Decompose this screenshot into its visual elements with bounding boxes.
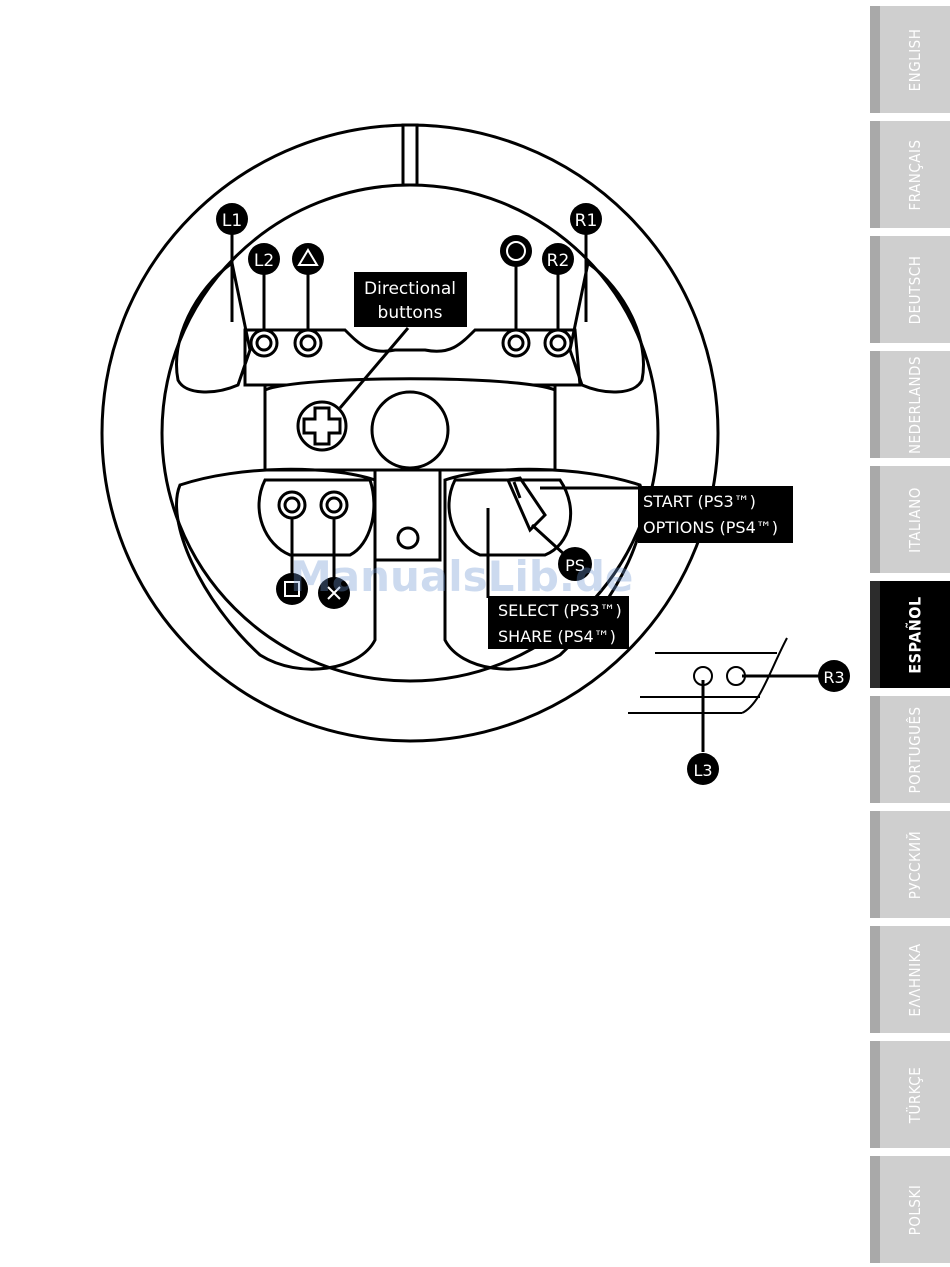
language-tab-label: PORTUGUÊS	[906, 706, 924, 793]
language-tab[interactable]: ITALIANO	[870, 466, 950, 573]
badge-l1-text: L1	[222, 211, 242, 231]
badge-l3-text: L3	[693, 761, 712, 780]
badge-l1: L1	[216, 203, 248, 235]
badge-r1-text: R1	[575, 211, 598, 231]
lower-buttons	[279, 478, 545, 530]
language-tab-label: ESPAÑOL	[906, 596, 925, 673]
language-tab[interactable]: РУССКИЙ	[870, 811, 950, 918]
language-tab[interactable]: TÜRKÇE	[870, 1041, 950, 1148]
badge-r2: R2	[542, 243, 574, 275]
steering-wheel-diagram: L1 R1 L2 R2 PS R3 L3 Direct	[0, 0, 860, 800]
language-tab[interactable]: NEDERLANDS	[870, 351, 950, 458]
ps-button	[508, 478, 545, 530]
language-tab[interactable]: ENGLISH	[870, 6, 950, 113]
circle-button	[503, 330, 529, 356]
language-tab-label: РУССКИЙ	[906, 830, 924, 898]
badge-r3-text: R3	[823, 668, 844, 687]
language-tabs: ENGLISH FRANÇAIS DEUTSCH NEDERLANDS ITALIANO…	[858, 0, 950, 1267]
language-tab[interactable]: FRANÇAIS	[870, 121, 950, 228]
upper-buttons	[251, 330, 571, 356]
language-tab[interactable]: DEUTSCH	[870, 236, 950, 343]
language-tab-label: ΕΛΛΗΝΙΚΑ	[906, 943, 924, 1016]
callout-directional: Directional buttons	[354, 272, 467, 327]
select-line1: SELECT (PS3™)	[498, 601, 622, 620]
language-tab[interactable]: PORTUGUÊS	[870, 696, 950, 803]
r2-button	[545, 330, 571, 356]
l2-button	[251, 330, 277, 356]
language-tab-label: TÜRKÇE	[906, 1066, 924, 1122]
language-tab[interactable]: ESPAÑOL	[870, 581, 950, 688]
callout-select-share: SELECT (PS3™) SHARE (PS4™)	[488, 596, 629, 649]
language-tab[interactable]: POLSKI	[870, 1156, 950, 1263]
badge-circle	[500, 235, 532, 267]
language-tab-label: ENGLISH	[906, 28, 924, 91]
language-tab-label: FRANÇAIS	[906, 139, 924, 210]
start-line2: OPTIONS (PS4™)	[643, 518, 778, 537]
language-tab[interactable]: ΕΛΛΗΝΙΚΑ	[870, 926, 950, 1033]
square-button	[279, 492, 305, 518]
badge-l3: L3	[687, 753, 719, 785]
badge-triangle	[292, 243, 324, 275]
badge-r1: R1	[570, 203, 602, 235]
badge-r3: R3	[818, 660, 850, 692]
language-tab-label: POLSKI	[906, 1184, 924, 1235]
select-line2: SHARE (PS4™)	[498, 627, 616, 646]
badge-l2-text: L2	[254, 251, 274, 271]
cross-button	[321, 492, 347, 518]
language-tab-label: ITALIANO	[906, 487, 924, 553]
badge-r2-text: R2	[547, 251, 570, 271]
start-line1: START (PS3™)	[643, 492, 756, 511]
watermark: ManualsLib.de	[290, 552, 633, 601]
language-tab-label: DEUTSCH	[906, 255, 924, 324]
callout-start-options: START (PS3™) OPTIONS (PS4™)	[638, 486, 793, 543]
triangle-button	[295, 330, 321, 356]
badge-l2: L2	[248, 243, 280, 275]
directional-line2: buttons	[378, 303, 443, 323]
directional-line1: Directional	[364, 279, 456, 299]
language-tab-label: NEDERLANDS	[906, 355, 924, 453]
